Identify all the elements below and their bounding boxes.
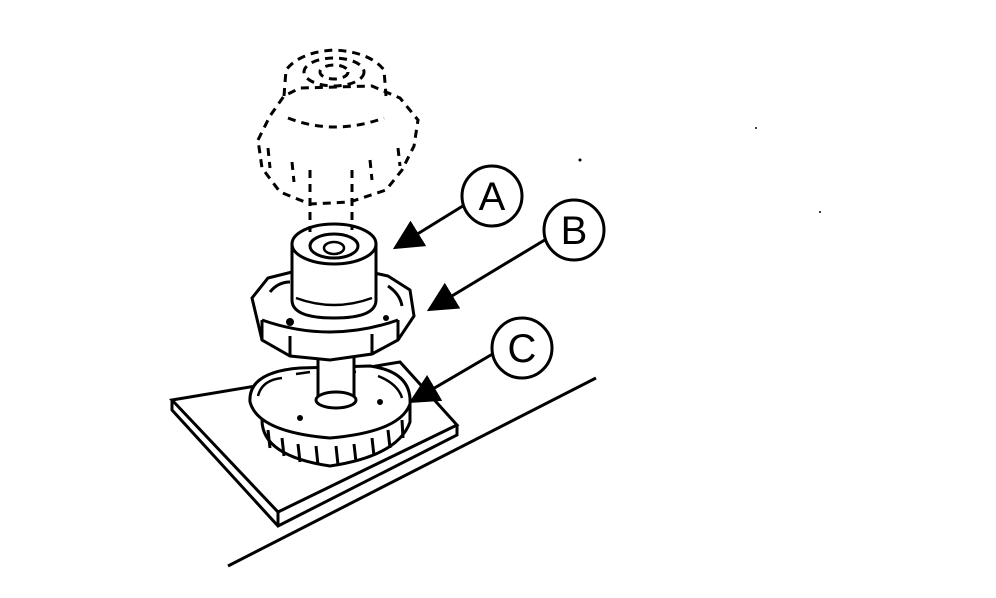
leader-line-b bbox=[426, 236, 549, 312]
callout-c: C bbox=[490, 316, 554, 380]
callout-a: A bbox=[460, 164, 524, 228]
callout-b-label: B bbox=[561, 209, 588, 253]
speck bbox=[755, 127, 757, 129]
speck bbox=[819, 211, 821, 213]
callout-b: B bbox=[542, 198, 606, 262]
surface-edge-line bbox=[227, 376, 597, 568]
phantom-knob bbox=[256, 48, 420, 232]
cap-a bbox=[290, 222, 378, 320]
leader-line-a bbox=[392, 202, 467, 250]
leader-line-c bbox=[408, 350, 497, 404]
callout-c-label: C bbox=[508, 327, 537, 371]
speck bbox=[578, 158, 582, 162]
callout-a-label: A bbox=[479, 175, 506, 219]
